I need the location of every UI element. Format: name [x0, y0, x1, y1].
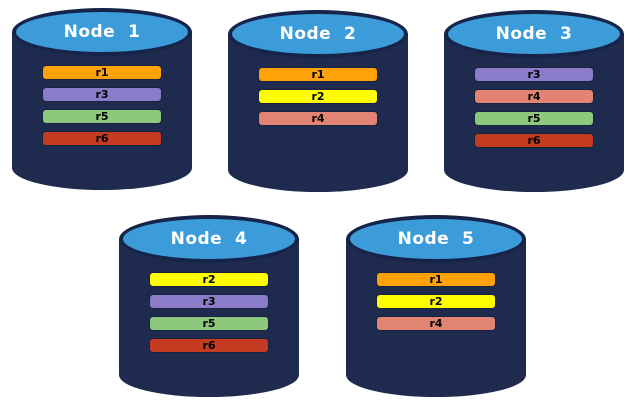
replica-bar-r3: r3: [475, 68, 593, 81]
replica-bar-r4: r4: [377, 317, 495, 330]
node-5-label: Node 5: [397, 229, 475, 249]
replica-bar-r2: r2: [150, 273, 268, 286]
replica-bar-r2: r2: [377, 295, 495, 308]
node-1: Node 1 r1 r3 r5 r6: [12, 8, 192, 190]
node-1-cylinder-top: Node 1: [12, 8, 192, 56]
replica-bar-r5: r5: [150, 317, 268, 330]
replica-bar-r3: r3: [150, 295, 268, 308]
node-4-label: Node 4: [170, 229, 248, 249]
replica-bar-r1: r1: [259, 68, 377, 81]
replica-bar-r4: r4: [475, 90, 593, 103]
node-1-replica-list: r1 r3 r5 r6: [12, 66, 192, 145]
replica-bar-r3: r3: [43, 88, 161, 101]
replica-bar-r6: r6: [43, 132, 161, 145]
replica-bar-r6: r6: [150, 339, 268, 352]
replica-bar-r1: r1: [43, 66, 161, 79]
node-3: Node 3 r3 r4 r5 r6: [444, 10, 624, 192]
replica-bar-r4: r4: [259, 112, 377, 125]
node-4-cylinder-top: Node 4: [119, 215, 299, 263]
replica-bar-r6: r6: [475, 134, 593, 147]
replica-bar-r1: r1: [377, 273, 495, 286]
node-1-label: Node 1: [63, 22, 141, 42]
node-4-replica-list: r2 r3 r5 r6: [119, 273, 299, 352]
node-5: Node 5 r1 r2 r4: [346, 215, 526, 397]
node-2: Node 2 r1 r2 r4: [228, 10, 408, 192]
replica-bar-r2: r2: [259, 90, 377, 103]
node-3-label: Node 3: [495, 24, 573, 44]
node-3-cylinder-top: Node 3: [444, 10, 624, 58]
node-2-replica-list: r1 r2 r4: [228, 68, 408, 125]
replica-bar-r5: r5: [475, 112, 593, 125]
node-3-replica-list: r3 r4 r5 r6: [444, 68, 624, 147]
replica-bar-r5: r5: [43, 110, 161, 123]
node-4: Node 4 r2 r3 r5 r6: [119, 215, 299, 397]
node-2-label: Node 2: [279, 24, 357, 44]
node-2-cylinder-top: Node 2: [228, 10, 408, 58]
node-5-replica-list: r1 r2 r4: [346, 273, 526, 330]
node-5-cylinder-top: Node 5: [346, 215, 526, 263]
